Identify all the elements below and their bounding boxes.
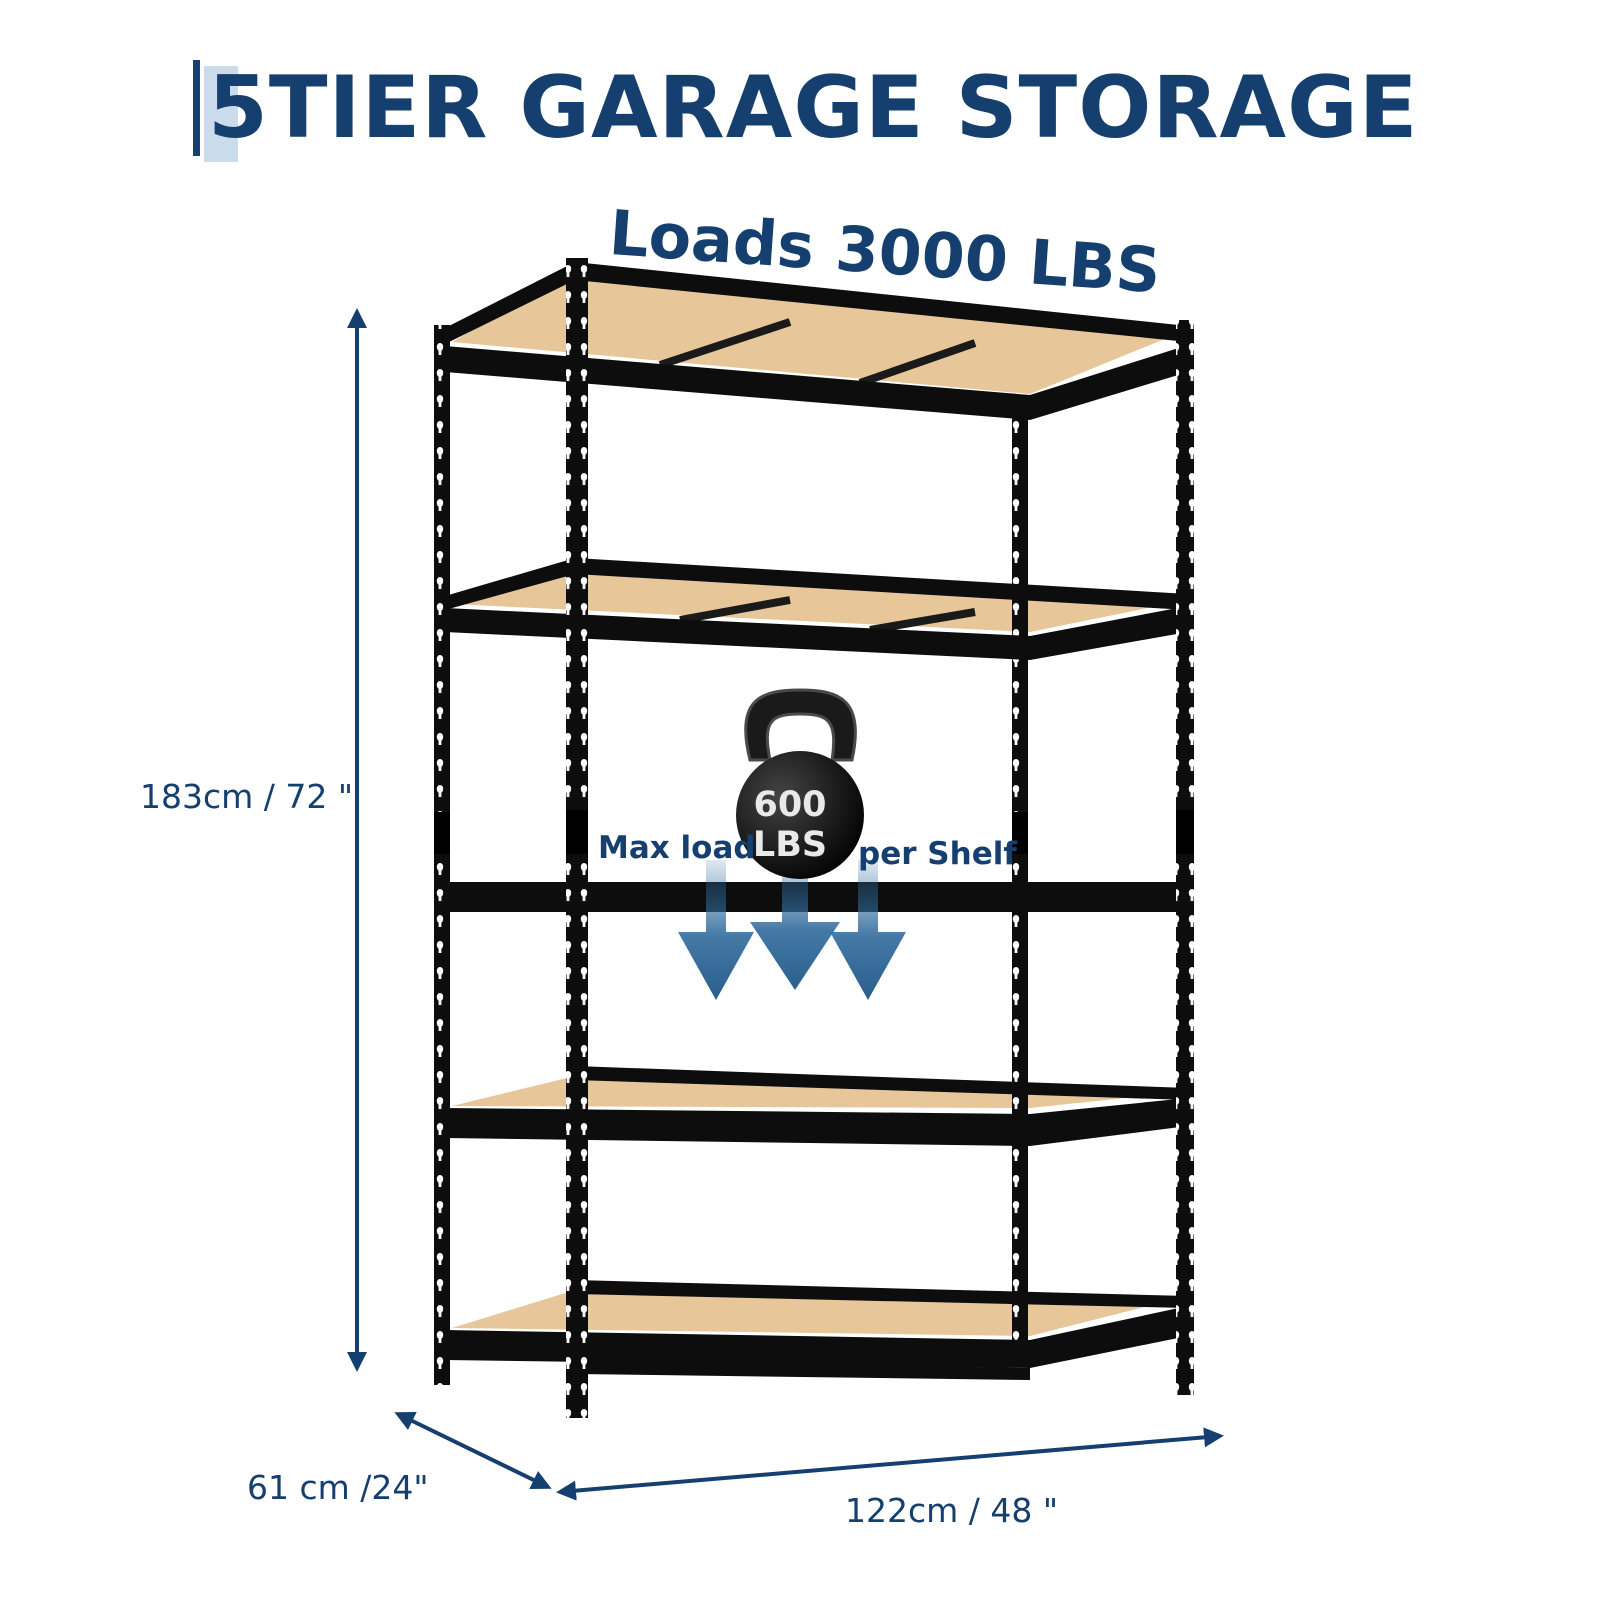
dimension-arrows	[347, 308, 1224, 1501]
kettlebell-icon	[736, 688, 864, 879]
title-accent-bar	[193, 60, 200, 156]
shelf-board-4	[452, 1076, 1172, 1108]
title-text: TIER GARAGE STORAGE	[268, 58, 1419, 158]
height-dimension-label: 183cm / 72 "	[140, 777, 354, 816]
page-title: 5 TIER GARAGE STORAGE	[193, 52, 1418, 164]
max-load-label: Max load	[598, 830, 756, 866]
per-shelf-label: per Shelf	[858, 836, 1017, 872]
down-arrow-icon	[830, 860, 906, 1000]
kettlebell-weight-value: 600	[753, 785, 827, 825]
depth-dimension-label: 61 cm /24"	[247, 1468, 429, 1507]
double-arrow-icon	[394, 1412, 552, 1489]
post-front-right	[1176, 320, 1194, 1395]
board-supports	[658, 318, 977, 634]
double-arrow-icon	[556, 1427, 1224, 1501]
shelf-board-top	[452, 272, 1172, 394]
down-arrow-icon	[678, 860, 754, 1000]
title-digit: 5	[204, 58, 269, 162]
kettlebell-weight-unit: LBS	[752, 825, 828, 865]
width-dimension-label: 122cm / 48 "	[845, 1491, 1059, 1530]
load-arrows	[678, 858, 906, 1000]
shelf-beams	[445, 262, 1188, 1380]
post-back-left	[434, 325, 450, 1385]
shelf-board-2	[452, 566, 1172, 632]
down-arrow-icon	[750, 858, 840, 990]
